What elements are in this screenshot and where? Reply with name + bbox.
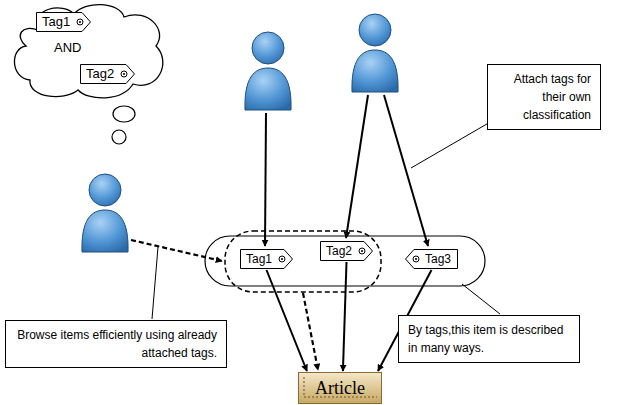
leader-line bbox=[152, 247, 158, 319]
tag-label: Tag3 bbox=[405, 249, 458, 269]
leader-line bbox=[411, 121, 492, 168]
selected-tags-group bbox=[225, 231, 381, 292]
tag-label: Tag1 bbox=[36, 12, 91, 32]
callout-box: Attach tags for their own classification bbox=[487, 64, 601, 130]
operator-text: AND bbox=[54, 40, 81, 55]
tag-text: Tag3 bbox=[425, 252, 451, 266]
callout-box: Browse items efficiently using already a… bbox=[5, 320, 227, 368]
tag-label: Tag2 bbox=[80, 64, 135, 84]
thought-bubble bbox=[113, 106, 135, 122]
tag-text: Tag2 bbox=[326, 244, 352, 258]
leader-line bbox=[462, 284, 500, 314]
callout-text: By tags,this item is described in many w… bbox=[408, 321, 570, 357]
tag-text: Tag1 bbox=[42, 15, 70, 29]
article-box: Article bbox=[298, 372, 382, 404]
callout-text: Attach tags for their own classification bbox=[497, 70, 591, 124]
browse-arrow bbox=[131, 240, 222, 261]
article-title: Article bbox=[307, 377, 373, 399]
cloud-outline bbox=[8, 2, 168, 102]
browse-arrow bbox=[303, 293, 318, 370]
tagging-arrow bbox=[265, 113, 266, 246]
tagging-arrow bbox=[346, 95, 368, 238]
tag-text: Tag2 bbox=[86, 67, 114, 81]
tag-to-article-arrow bbox=[343, 262, 347, 371]
user-icon bbox=[245, 32, 291, 110]
callout-box: By tags,this item is described in many w… bbox=[398, 315, 580, 363]
user-icon bbox=[352, 14, 398, 92]
tag-text: Tag1 bbox=[246, 252, 272, 266]
tag-label: Tag1 bbox=[240, 249, 293, 269]
user-icon bbox=[82, 174, 128, 252]
thought-bubble bbox=[112, 130, 126, 144]
callout-text: Browse items efficiently using already a… bbox=[15, 326, 217, 362]
tagging-arrow bbox=[384, 95, 428, 246]
tag-label: Tag2 bbox=[320, 241, 373, 261]
thought-cloud: AND Tag1Tag2 bbox=[8, 2, 168, 102]
tag-to-article-arrow bbox=[267, 270, 307, 371]
